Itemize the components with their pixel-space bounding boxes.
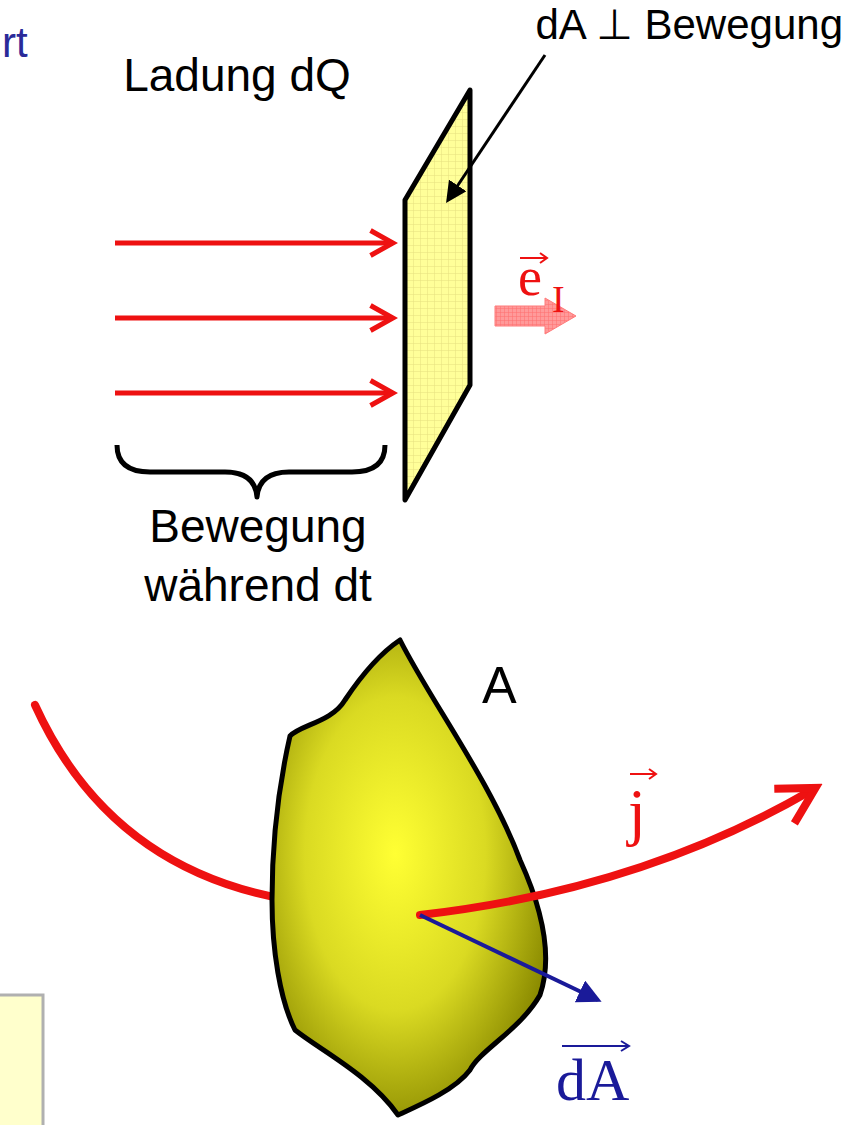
- current-density-label: j: [628, 780, 646, 844]
- vector-arrow: [630, 769, 656, 779]
- charge-label: Ladung dQ: [112, 46, 362, 104]
- area-label: dA ⊥ Bewegung: [536, 0, 843, 50]
- charge-arrows: [115, 243, 393, 393]
- subscript-label: I: [552, 280, 565, 318]
- area-vector-label: dA: [556, 1050, 629, 1110]
- surface-area: [272, 640, 546, 1115]
- unit-vector-label: e: [518, 250, 542, 304]
- formula-box-edge: [0, 995, 43, 1125]
- area-name: A: [482, 654, 517, 716]
- current-line: [35, 705, 290, 900]
- area-plate: [405, 90, 470, 500]
- brace: [117, 445, 385, 497]
- leader-arrow: [448, 55, 545, 200]
- motion-label: Bewegung während dt: [132, 497, 384, 615]
- heading-fragment: rt: [2, 18, 28, 68]
- area-vector: [420, 915, 598, 1000]
- current-density-arrow: [420, 790, 812, 915]
